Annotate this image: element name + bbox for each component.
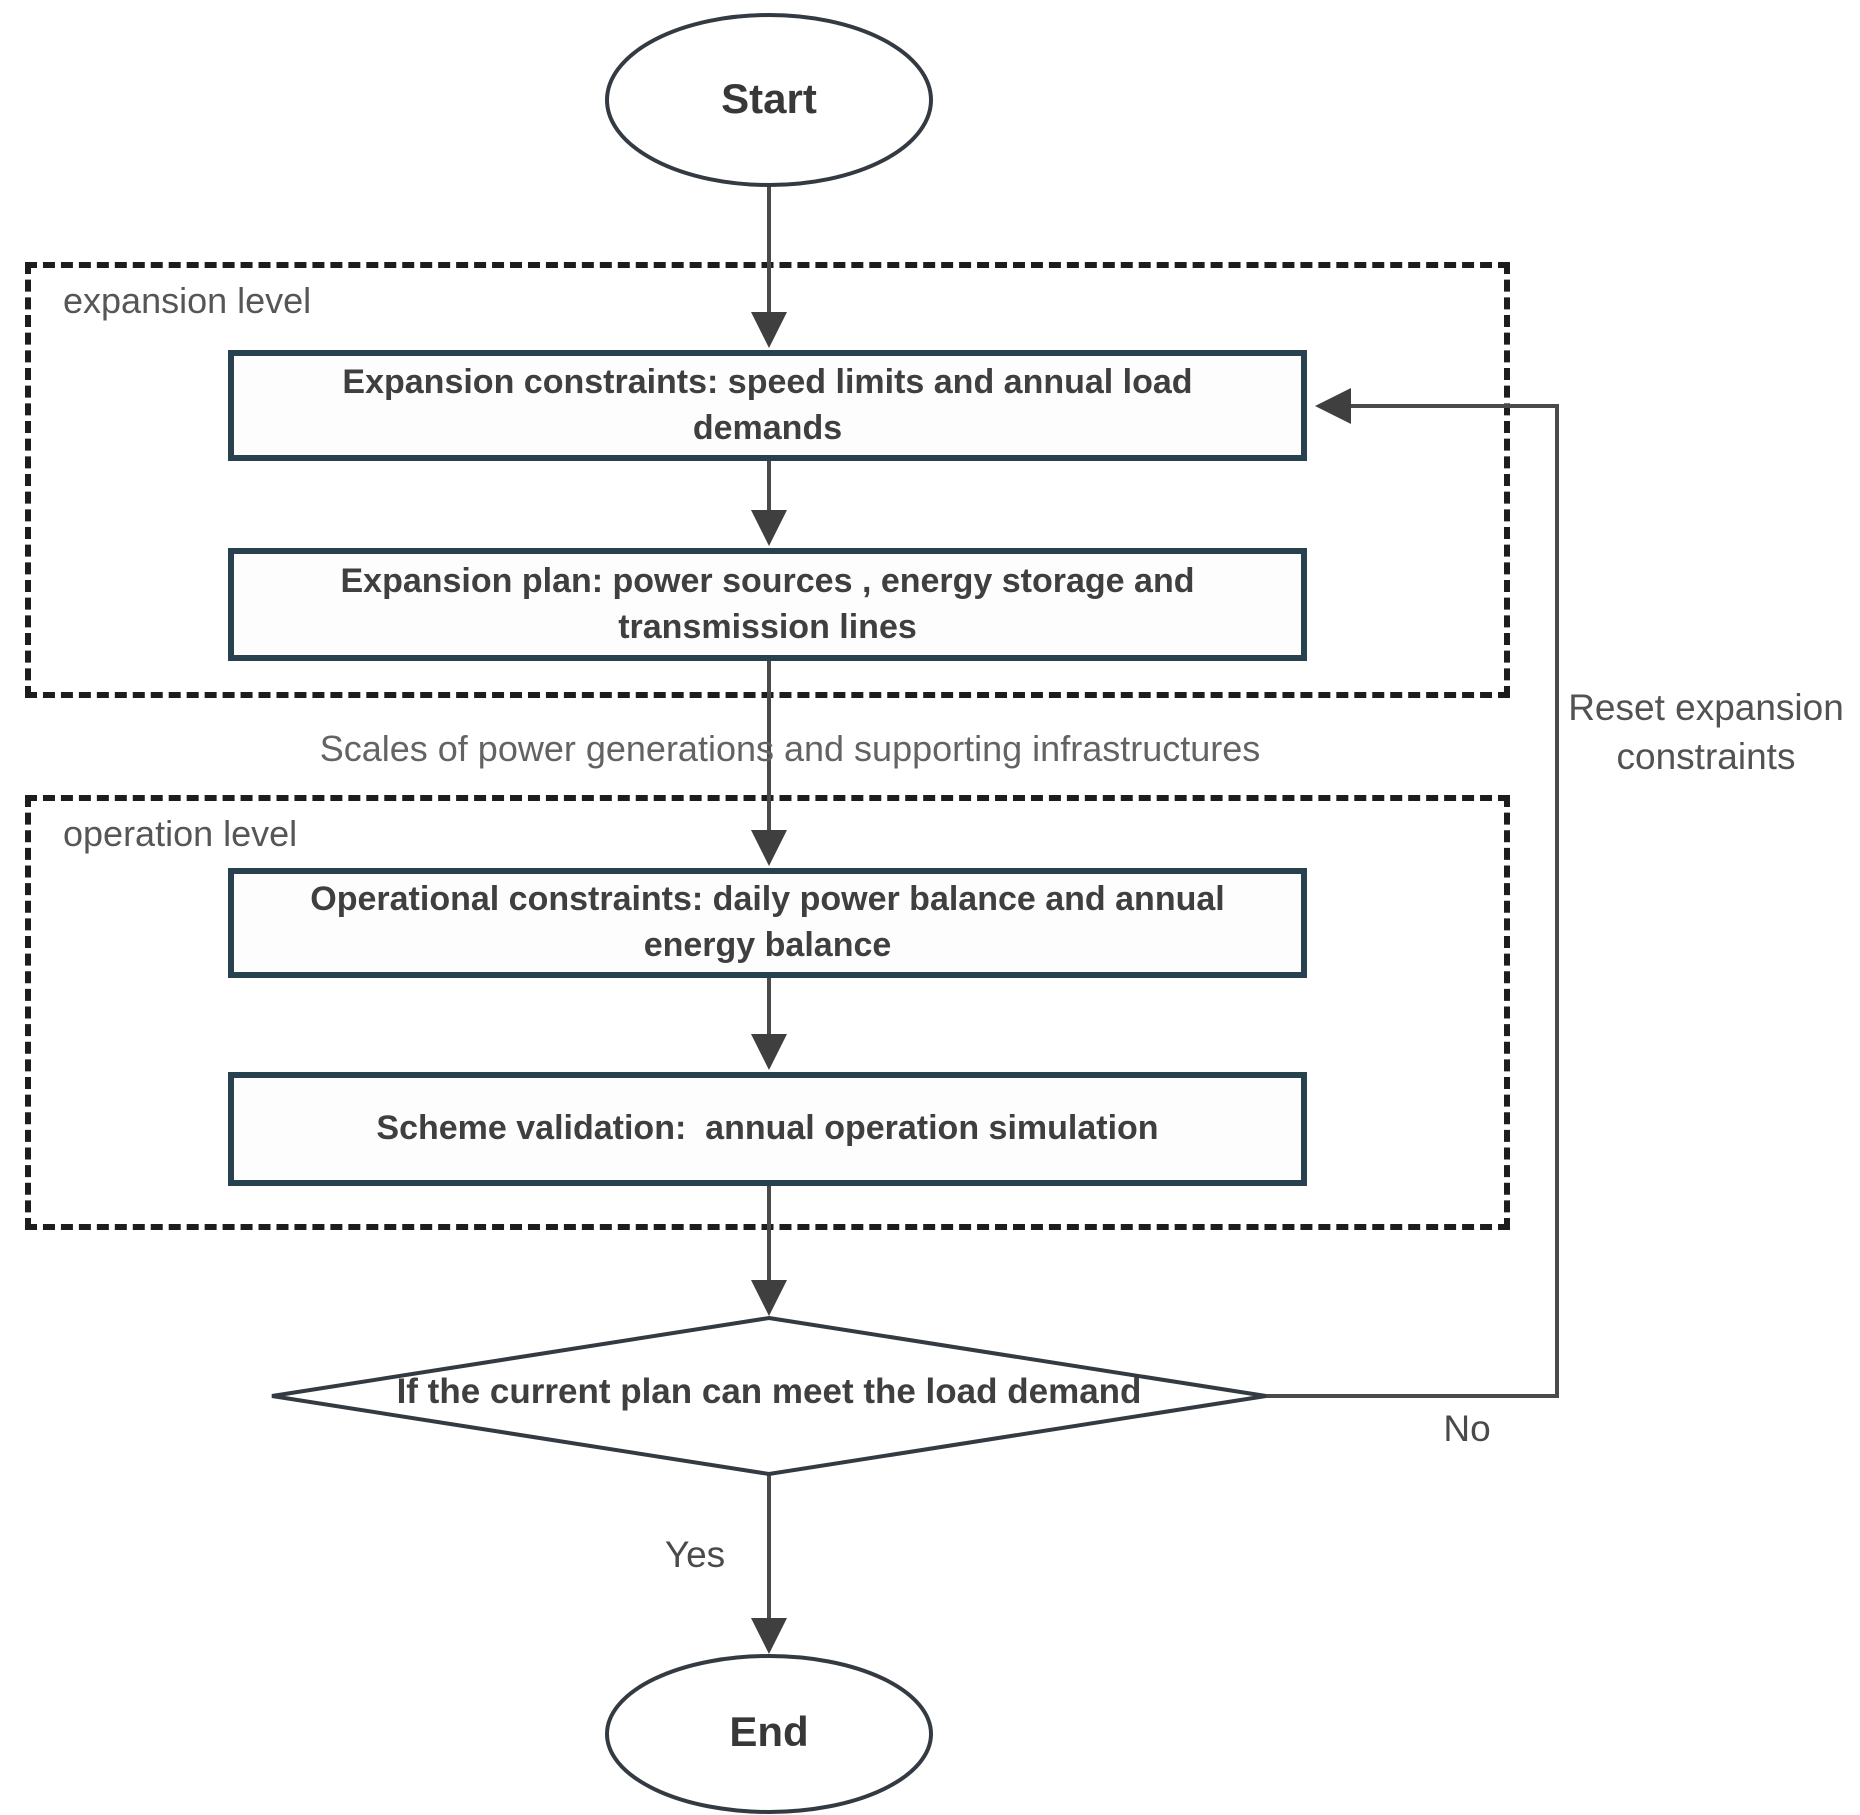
edge-decision-no-feedback bbox=[1266, 388, 1559, 1398]
node-operational-constraints: Operational constraints: daily power bal… bbox=[228, 868, 1307, 978]
node-expansion-constraints: Expansion constraints: speed limits and … bbox=[228, 350, 1307, 461]
node-expansion-constraints-label: Expansion constraints: speed limits and … bbox=[342, 362, 1203, 447]
no-edge-label: No bbox=[1443, 1408, 1491, 1449]
decision-diamond-shape bbox=[271, 1315, 1267, 1477]
node-scheme-validation-label: Scheme validation: annual operation simu… bbox=[376, 1109, 1159, 1148]
expansion-level-label: expansion level bbox=[63, 280, 312, 321]
start-terminator-shape bbox=[605, 13, 933, 187]
operation-level-label: operation level bbox=[63, 813, 298, 854]
end-terminator-shape bbox=[605, 1654, 933, 1814]
end-terminator-label: End bbox=[729, 1708, 809, 1755]
scales-annotation-label: Scales of power generations and supporti… bbox=[319, 728, 1261, 769]
yes-edge-label: Yes bbox=[664, 1534, 726, 1575]
node-expansion-plan: Expansion plan: power sources , energy s… bbox=[228, 548, 1307, 661]
node-expansion-plan-label: Expansion plan: power sources , energy s… bbox=[340, 561, 1204, 646]
reset-expansion-constraints-label: Reset expansion constraints bbox=[1568, 687, 1844, 777]
node-scheme-validation: Scheme validation: annual operation simu… bbox=[228, 1072, 1307, 1186]
decision-diamond-label: If the current plan can meet the load de… bbox=[396, 1372, 1142, 1411]
start-terminator-label: Start bbox=[721, 75, 817, 122]
node-operational-constraints-label: Operational constraints: daily power bal… bbox=[310, 880, 1235, 964]
